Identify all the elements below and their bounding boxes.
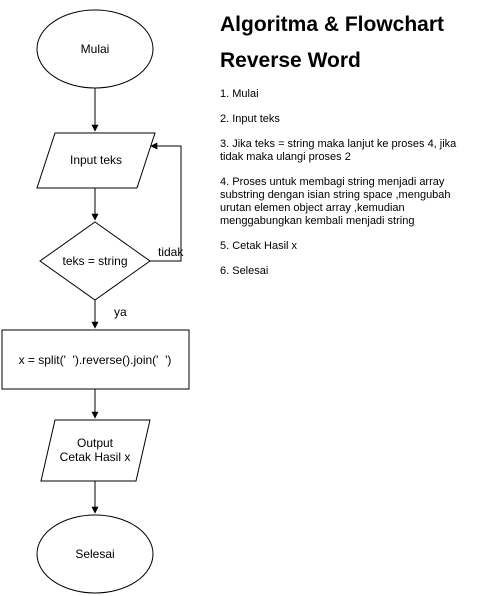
step-6: 6. Selesai <box>220 265 269 277</box>
algorithm-panel: Algoritma & Flowchart Reverse Word 1. Mu… <box>220 12 490 290</box>
process-label: x = split(' ').reverse().join(' ') <box>19 353 172 367</box>
arrow-loop-tidak <box>150 142 182 262</box>
step-1: 1. Mulai <box>220 88 259 100</box>
step-2: 2. Input teks <box>220 113 280 125</box>
start-label: Mulai <box>81 42 110 56</box>
process-box <box>1 329 190 390</box>
yes-label: ya <box>114 305 127 319</box>
algorithm-steps: 1. Mulai 2. Input teks 3. Jika teks = st… <box>220 88 490 278</box>
no-label: tidak <box>158 245 184 259</box>
step-3: 3. Jika teks = string maka lanjut ke pro… <box>220 138 457 163</box>
output-label-line2: Cetak Hasil x <box>60 450 131 464</box>
title-line-1: Algoritma & Flowchart <box>220 13 445 36</box>
output-parallelogram <box>40 419 151 482</box>
input-label: Input teks <box>70 153 122 167</box>
end-label: Selesai <box>75 547 114 561</box>
end-terminal <box>36 514 154 594</box>
decision-label: teks = string <box>62 254 127 268</box>
step-5: 5. Cetak Hasil x <box>220 240 298 252</box>
input-parallelogram <box>36 132 156 189</box>
step-4: 4. Proses untuk membagi string menjadi a… <box>220 176 451 227</box>
output-label-line1: Output <box>77 436 114 450</box>
title-line-2: Reverse Word <box>220 49 361 72</box>
